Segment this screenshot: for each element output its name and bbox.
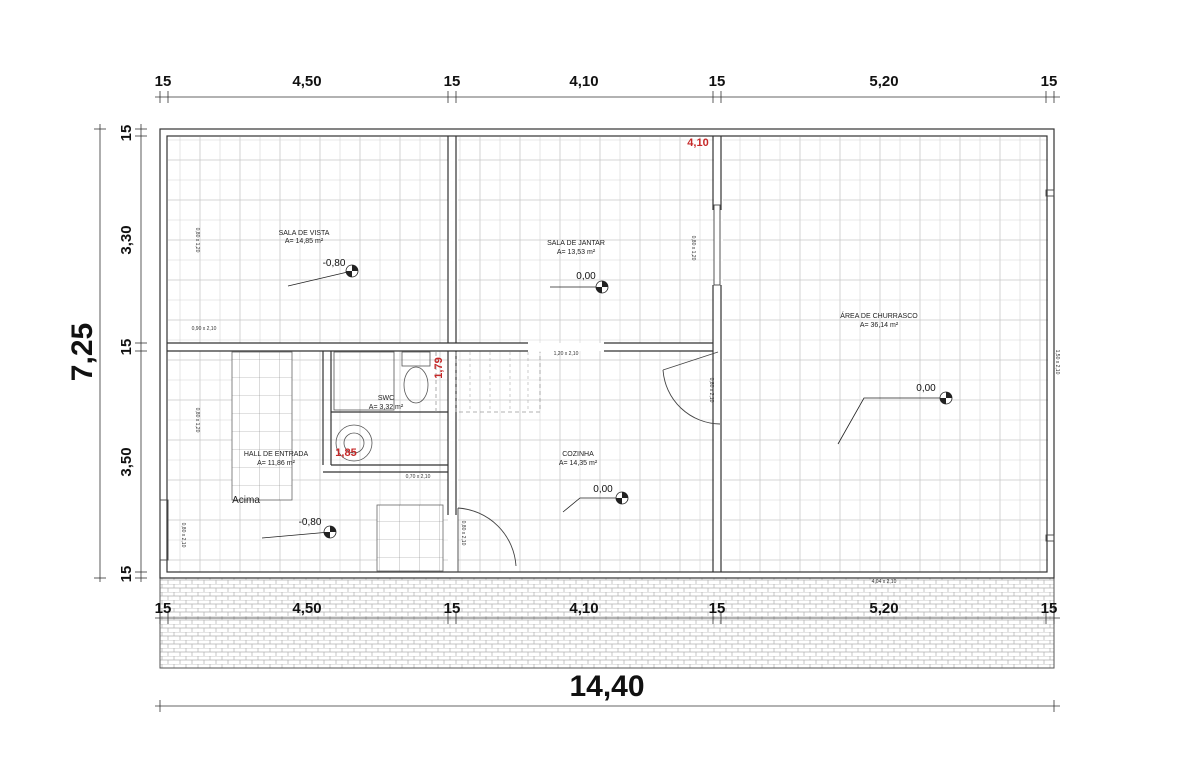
top-dimensions: 15 4,50 15 4,10 15 5,20 15 — [155, 73, 1060, 103]
room-name-sala-jantar: SALA DE JANTAR — [547, 240, 605, 247]
room-area-churrasco: A= 36,14 m² — [860, 322, 899, 329]
red-dimension-swc: 1,85 — [335, 447, 356, 459]
opening-j01-jantar: 0,80 x 1,20 — [690, 236, 696, 261]
level-markers: -0,80 0,00 0,00 -0,80 0,00 — [261, 258, 953, 539]
dim-left-4: 15 — [118, 566, 135, 583]
left-dimensions: 15 3,30 15 3,50 15 7,25 — [66, 124, 147, 582]
room-area-swc: A= 3,32 m² — [369, 404, 404, 411]
level-text-sala-jantar: 0,00 — [576, 271, 596, 282]
opening-j01-sala-vista: 0,80 x 1,20 — [194, 228, 200, 253]
dim-bottom-2: 15 — [444, 600, 461, 617]
total-height: 7,25 — [66, 323, 99, 381]
bottom-dimensions: 15 4,50 15 4,10 15 5,20 15 — [155, 600, 1060, 624]
dim-left-2: 15 — [118, 339, 135, 356]
level-marker-cozinha: 0,00 — [562, 484, 629, 513]
level-marker-sala-vista: -0,80 — [287, 258, 359, 287]
opening-p01: 0,90 x 2,10 — [192, 326, 217, 332]
room-area-sala-jantar: A= 13,53 m² — [557, 249, 596, 256]
room-name-cozinha: COZINHA — [562, 451, 594, 458]
room-area-cozinha: A= 14,35 m² — [559, 460, 598, 467]
dim-bottom-0: 15 — [155, 600, 172, 617]
floor-tiles — [168, 137, 1048, 572]
level-marker-churrasco: 0,00 — [837, 383, 953, 445]
room-area-hall: A= 11,86 m² — [257, 460, 295, 467]
room-area-sala-vista: A= 14,85 m² — [285, 238, 324, 245]
opening-p03: 0,70 x 2,10 — [406, 474, 431, 480]
room-labels: SALA DE VISTA A= 14,85 m² SALA DE JANTAR… — [244, 230, 918, 467]
dim-bottom-5: 5,20 — [869, 600, 898, 617]
room-name-churrasco: ÁREA DE CHURRASCO — [840, 311, 918, 320]
doors — [159, 189, 1055, 572]
dim-top-0: 15 — [155, 73, 172, 90]
red-dimension-stair: 1,79 — [433, 357, 445, 378]
red-dimension-top: 4,10 — [687, 137, 708, 149]
opening-j01-hall: 0,80 x 1,20 — [194, 408, 200, 433]
opening-p02: 0,80 x 2,10 — [708, 378, 714, 403]
dim-left-3: 3,50 — [118, 447, 135, 476]
opening-abertura: 1,20 x 2,10 — [554, 351, 579, 357]
dim-left-1: 3,30 — [118, 225, 135, 254]
dim-bottom-1: 4,50 — [292, 600, 321, 617]
total-width-dimension: 14,40 — [155, 670, 1060, 712]
room-name-swc: SWC — [378, 395, 394, 402]
room-name-hall: HALL DE ENTRADA — [244, 451, 309, 458]
dim-top-6: 15 — [1041, 73, 1058, 90]
bathroom-fixtures — [333, 351, 431, 462]
opening-tags: 0,90 x 2,10 0,80 x 1,20 0,80 x 1,20 0,80… — [180, 228, 1060, 585]
dim-top-5: 5,20 — [869, 73, 898, 90]
dim-bottom-4: 15 — [709, 600, 726, 617]
level-marker-sala-jantar: 0,00 — [550, 271, 609, 294]
level-text-churrasco: 0,00 — [916, 383, 936, 394]
level-text-cozinha: 0,00 — [593, 484, 613, 495]
opening-churrasco-side: 1,50 x 2,10 — [1054, 350, 1060, 375]
walls — [159, 128, 1055, 579]
dim-bottom-3: 4,10 — [569, 600, 598, 617]
level-text-hall: -0,80 — [299, 517, 322, 528]
dim-top-4: 15 — [709, 73, 726, 90]
total-width: 14,40 — [569, 670, 644, 703]
dim-top-2: 15 — [444, 73, 461, 90]
dim-bottom-6: 15 — [1041, 600, 1058, 617]
paving-area — [159, 577, 1055, 669]
level-marker-hall: -0,80 — [261, 517, 337, 539]
level-text-sala-vista: -0,80 — [323, 258, 346, 269]
opening-p05: 0,80 x 2,10 — [180, 523, 186, 548]
dim-top-3: 4,10 — [569, 73, 598, 90]
opening-p04: 0,80 x 2,10 — [460, 521, 466, 546]
staircase — [231, 351, 541, 572]
stairs-label: Acima — [232, 495, 260, 506]
opening-churrasco-bottom: 4,04 x 2,10 — [872, 579, 897, 585]
dim-top-1: 4,50 — [292, 73, 321, 90]
dim-left-0: 15 — [118, 125, 135, 142]
room-name-sala-vista: SALA DE VISTA — [279, 230, 330, 237]
